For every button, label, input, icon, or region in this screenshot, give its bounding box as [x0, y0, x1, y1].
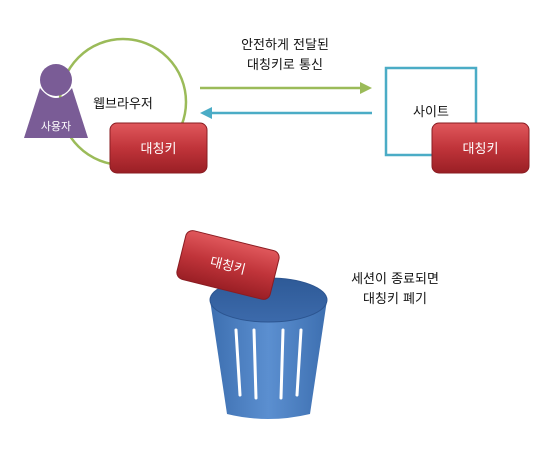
- arrow-browser-to-site: [200, 82, 372, 94]
- arrow-site-to-browser: [200, 107, 372, 119]
- browser-label: 웹브라우저: [93, 97, 153, 112]
- session-end-line1: 세션이 종료되면: [351, 272, 439, 287]
- browser-symmetric-key: 대칭키: [109, 122, 208, 174]
- discarded-symmetric-key: 대칭키: [176, 230, 280, 300]
- site-symmetric-key: 대칭키: [431, 122, 530, 174]
- session-end-caption: 세션이 종료되면 대칭키 폐기: [325, 270, 465, 310]
- browser-key-label: 대칭키: [141, 142, 177, 157]
- site-key-label: 대칭키: [463, 142, 499, 157]
- secure-channel-line1: 안전하게 전달된: [241, 38, 329, 53]
- session-end-line2: 대칭키 폐기: [363, 292, 427, 307]
- secure-channel-caption: 안전하게 전달된 대칭키로 통신: [205, 36, 365, 76]
- trash-bin-icon: [209, 277, 328, 419]
- site-label: 사이트: [413, 105, 449, 120]
- user-icon: [24, 64, 88, 138]
- secure-channel-line2: 대칭키로 통신: [247, 58, 323, 73]
- user-label: 사용자: [40, 120, 72, 133]
